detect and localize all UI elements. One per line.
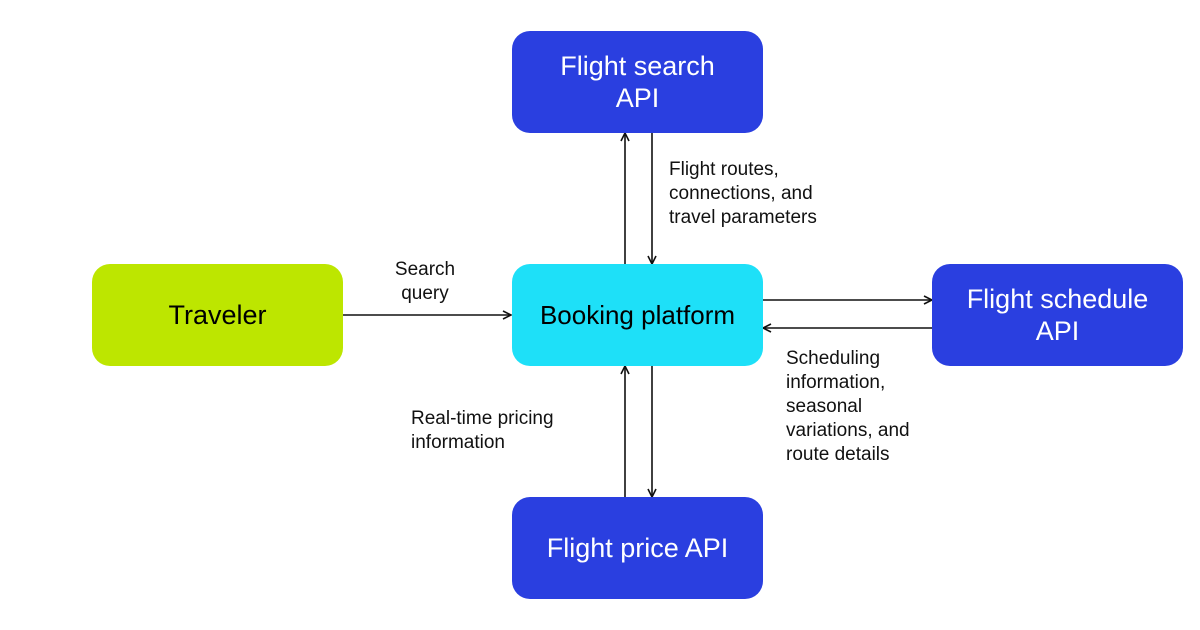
flight-schedule-api-node: Flight schedule API (932, 264, 1183, 366)
search-query-label: Search query (394, 259, 456, 304)
flight-price-api-node: Flight price API (512, 497, 763, 599)
pricing-info-label: Real-time pricing information (411, 408, 554, 453)
flight-routes-label: Flight routes, connections, and travel p… (669, 159, 817, 228)
scheduling-info-label: Scheduling information, seasonal variati… (786, 348, 910, 465)
booking-platform-node: Booking platform (512, 264, 763, 366)
traveler-node: Traveler (92, 264, 343, 366)
flight-search-api-node: Flight search API (512, 31, 763, 133)
